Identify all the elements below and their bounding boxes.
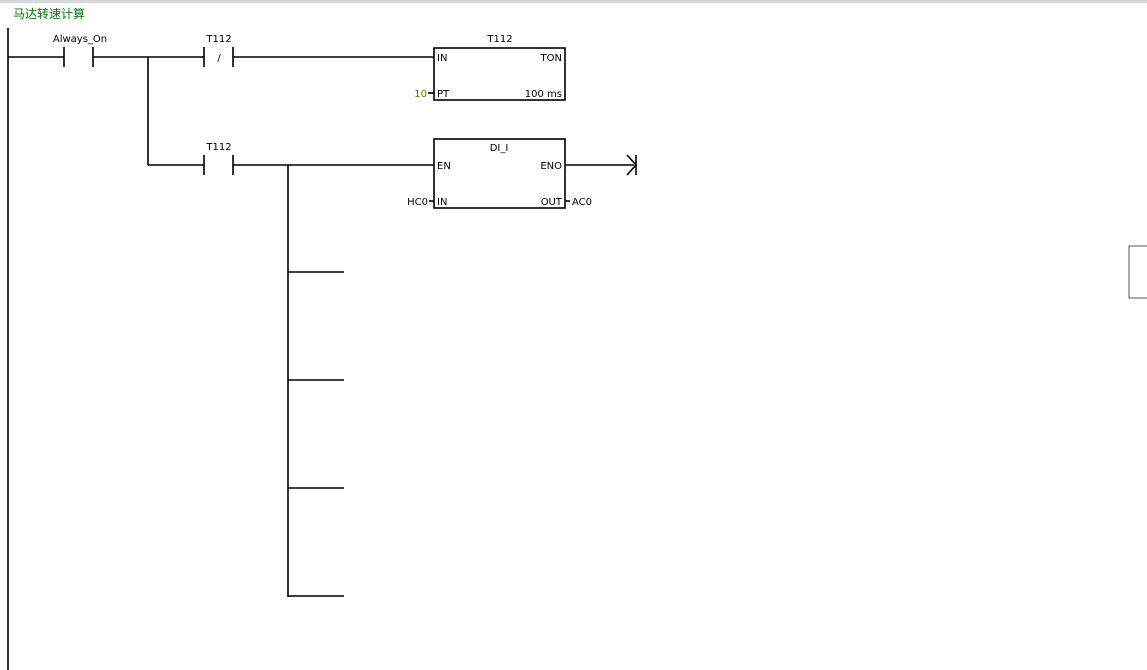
always-on-contact[interactable]: Always_On [8,34,107,67]
timer-pin-pt: PT [437,89,450,100]
offscreen-box [1128,245,1147,299]
header-strip [0,0,1147,3]
di-i-out-operand: AC0 [572,197,592,208]
t112-nc-contact[interactable]: / T112 [203,34,234,67]
timer-resolution: 100 ms [525,89,562,100]
di-i-in-operand: HC0 [407,197,428,208]
contact-label: Always_On [53,34,107,45]
contact-label: T112 [205,142,231,153]
timer-block[interactable]: T112 IN TON PT 100 ms 10 [414,34,566,101]
di-i-box [433,138,566,209]
di-i-pin-en: EN [437,161,451,172]
di-i-pin-in: IN [437,197,447,208]
di-i-pin-eno: ENO [540,161,562,172]
t112-no-contact[interactable]: T112 [203,142,234,175]
timer-box [433,47,566,101]
di-i-title: DI_I [490,143,509,154]
timer-pin-in: IN [437,53,447,64]
timer-pt-value: 10 [414,89,427,100]
timer-title: T112 [486,34,512,45]
nc-slash-glyph: / [217,53,221,64]
contact-label: T112 [205,34,231,45]
di-i-block[interactable]: DI_I EN ENO IN OUT HC0 AC0 [407,138,592,209]
di-i-pin-out: OUT [541,197,563,208]
network-title[interactable]: 马达转速计算 [13,6,85,21]
timer-type: TON [540,53,562,64]
